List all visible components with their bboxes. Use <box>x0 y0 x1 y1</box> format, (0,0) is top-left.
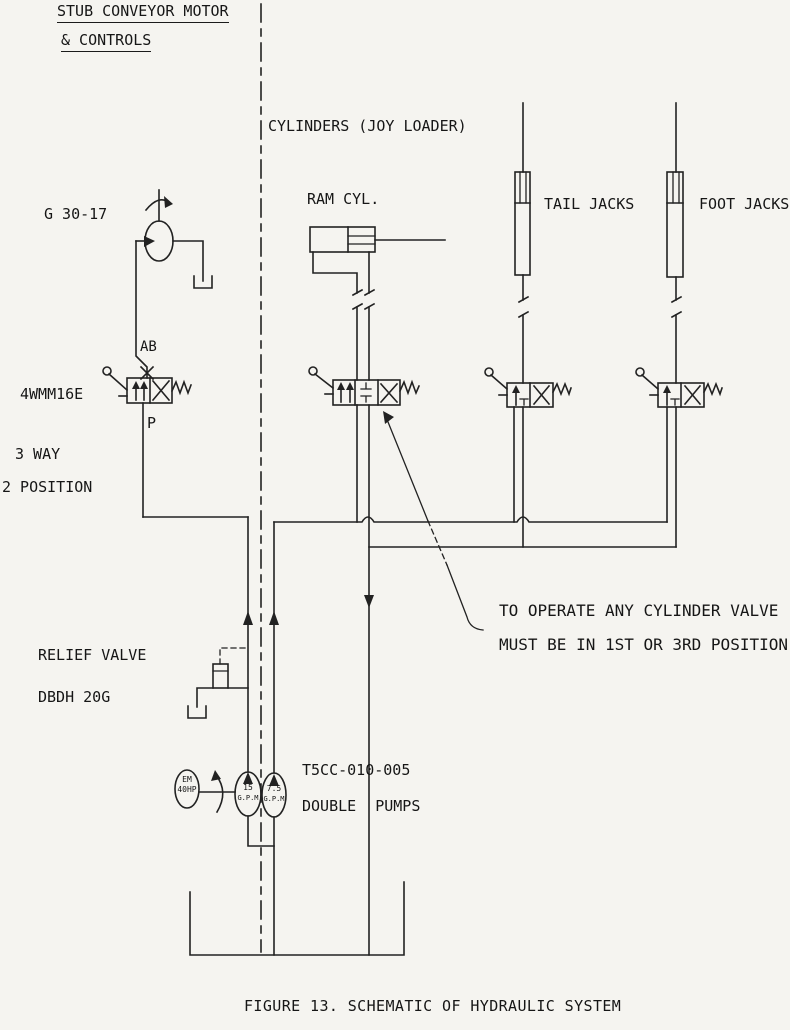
ram-cylinder-symbol <box>309 226 446 297</box>
ram-valve-symbol <box>308 302 421 523</box>
main-return-line <box>364 404 374 956</box>
tail-valve-symbol <box>484 274 573 548</box>
relief-valve-symbol <box>187 647 249 719</box>
stub-valve-symbol <box>102 365 193 518</box>
figure-caption: FIGURE 13. SCHEMATIC OF HYDRAULIC SYSTEM <box>244 997 622 1015</box>
pressure-line-75gpm <box>269 521 279 774</box>
pressure-line-15gpm <box>142 516 253 773</box>
pumps-model-label: T5CC-010-005 <box>302 761 411 779</box>
supply-manifold <box>273 516 668 523</box>
foot-jacks-label: FOOT JACKS <box>699 195 790 213</box>
tail-cylinder-symbol <box>514 102 531 276</box>
note-line1: TO OPERATE ANY CYLINDER VALVE <box>499 601 779 620</box>
pump-group <box>174 769 287 956</box>
note-leader-line <box>383 411 484 631</box>
valve-model-label: 4WMM16E <box>20 385 84 403</box>
cylinders-heading-suffix: (JOY LOADER) <box>349 117 467 135</box>
motor-model-label: G 30-17 <box>44 205 108 223</box>
note-line2: MUST BE IN 1ST OR 3RD POSITION <box>499 635 788 654</box>
em-motor-label-line2: 40HP <box>177 785 197 794</box>
pump2-flow-label: 7.5 <box>266 784 282 793</box>
foot-valve-symbol <box>635 276 724 548</box>
relief-valve-line1: RELIEF VALVE <box>38 646 147 664</box>
pump2-unit-label: G.P.M <box>263 795 285 803</box>
pump1-unit-label: G.P.M <box>237 794 259 802</box>
title-line2: & CONTROLS <box>61 31 152 53</box>
pump1-flow-label: 15 <box>243 783 253 792</box>
ram-cyl-label: RAM CYL. <box>307 190 380 208</box>
cylinders-heading: CYLINDERS (JOY LOADER) <box>268 117 467 135</box>
pumps-name-label: DOUBLE PUMPS <box>302 797 421 815</box>
valve-type-line1: 3 WAY <box>15 445 61 463</box>
title-line1: STUB CONVEYOR MOTOR <box>57 2 229 24</box>
reservoir-symbol <box>189 881 405 956</box>
relief-valve-line2: DBDH 20G <box>38 688 111 706</box>
port-p-label: P <box>147 414 157 432</box>
port-ab-label: AB <box>140 339 157 355</box>
valve-type-line2: 2 POSITION <box>2 478 93 496</box>
foot-cylinder-symbol <box>666 102 684 278</box>
tail-jacks-label: TAIL JACKS <box>544 195 635 213</box>
cylinders-heading-underlined: CYLINDERS <box>268 117 350 135</box>
em-motor-label-line1: EM <box>182 775 192 784</box>
